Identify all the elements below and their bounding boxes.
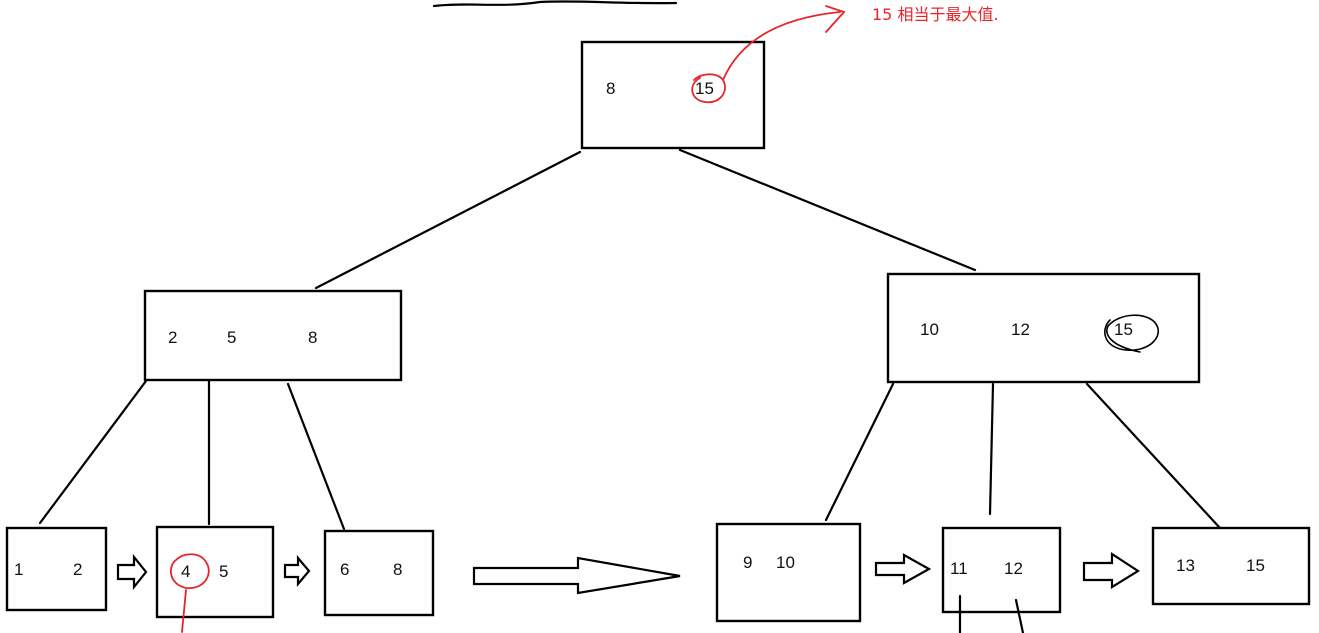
leaf-1-key-1: 1 xyxy=(14,560,23,579)
leaf-6-key-1: 13 xyxy=(1176,556,1195,575)
edge-right-leaf4 xyxy=(824,382,895,522)
leaf-link-long-arrow xyxy=(472,556,681,595)
internal-left-key-3: 8 xyxy=(308,328,317,347)
leaf-node-5-box xyxy=(941,526,1062,614)
leaf-node-2-box xyxy=(155,525,275,619)
leaf-3-key-2: 8 xyxy=(393,560,402,579)
edge-left-leaf1 xyxy=(38,379,148,525)
max-value-annotation: 15 相当于最大值. xyxy=(872,5,999,24)
leaf-3-key-1: 6 xyxy=(340,560,349,579)
root-key-2: 15 xyxy=(695,79,714,98)
leaf-2-key-2: 5 xyxy=(219,562,228,581)
leaf-link-arrow-1 xyxy=(116,553,148,591)
leaf-node-1: 1 2 xyxy=(5,526,108,612)
internal-node-right: 10 12 15 xyxy=(886,272,1201,384)
red-circle-root-15 xyxy=(691,73,726,104)
leaf-5-key-1: 11 xyxy=(950,559,968,578)
leaf-node-2: 4 5 xyxy=(155,525,275,619)
root-key-1: 8 xyxy=(606,79,615,98)
internal-node-right-box xyxy=(886,272,1201,384)
edge-right-leaf5 xyxy=(988,382,995,516)
internal-right-key-2: 12 xyxy=(1011,320,1030,339)
internal-right-key-3: 15 xyxy=(1114,320,1133,339)
leaf-link-arrow-4 xyxy=(1082,551,1141,589)
internal-right-key-1: 10 xyxy=(920,320,939,339)
leaf-4-key-1: 9 xyxy=(743,553,752,572)
leaf-6-key-2: 15 xyxy=(1246,556,1265,575)
red-annotation-pointer xyxy=(722,11,841,81)
leaf-node-6: 13 15 xyxy=(1151,526,1311,606)
leaf-node-5: 11 12 xyxy=(941,526,1062,614)
internal-node-left-box xyxy=(143,289,403,382)
internal-left-key-2: 5 xyxy=(227,328,236,347)
red-trailing-stroke xyxy=(181,589,187,633)
leaf-5-key-2: 12 xyxy=(1004,559,1023,578)
edge-offscreen-2 xyxy=(1014,598,1025,633)
leaf-node-3: 6 8 xyxy=(323,529,435,617)
edge-left-leaf3 xyxy=(286,382,346,531)
edge-right-leaf6 xyxy=(1085,382,1222,530)
leaf-node-4: 9 10 xyxy=(715,522,862,623)
red-circle-leaf-4 xyxy=(170,553,210,589)
top-scribble-line xyxy=(432,0,678,8)
leaf-node-1-box xyxy=(5,526,108,612)
leaf-node-6-box xyxy=(1151,526,1311,606)
internal-left-key-1: 2 xyxy=(168,328,177,347)
leaf-link-arrow-2 xyxy=(283,554,311,588)
leaf-node-3-box xyxy=(323,529,435,617)
leaf-2-key-1: 4 xyxy=(181,562,190,581)
leaf-link-arrow-3 xyxy=(874,553,932,585)
leaf-4-key-2: 10 xyxy=(776,553,795,572)
black-circle-internal-15 xyxy=(1104,314,1159,353)
red-annotation-arrowhead xyxy=(825,5,846,33)
leaf-node-4-box xyxy=(715,522,862,623)
internal-node-left: 2 5 8 xyxy=(143,289,403,382)
edge-root-left xyxy=(314,150,582,290)
edge-root-right xyxy=(678,148,977,272)
leaf-1-key-2: 2 xyxy=(73,560,82,579)
